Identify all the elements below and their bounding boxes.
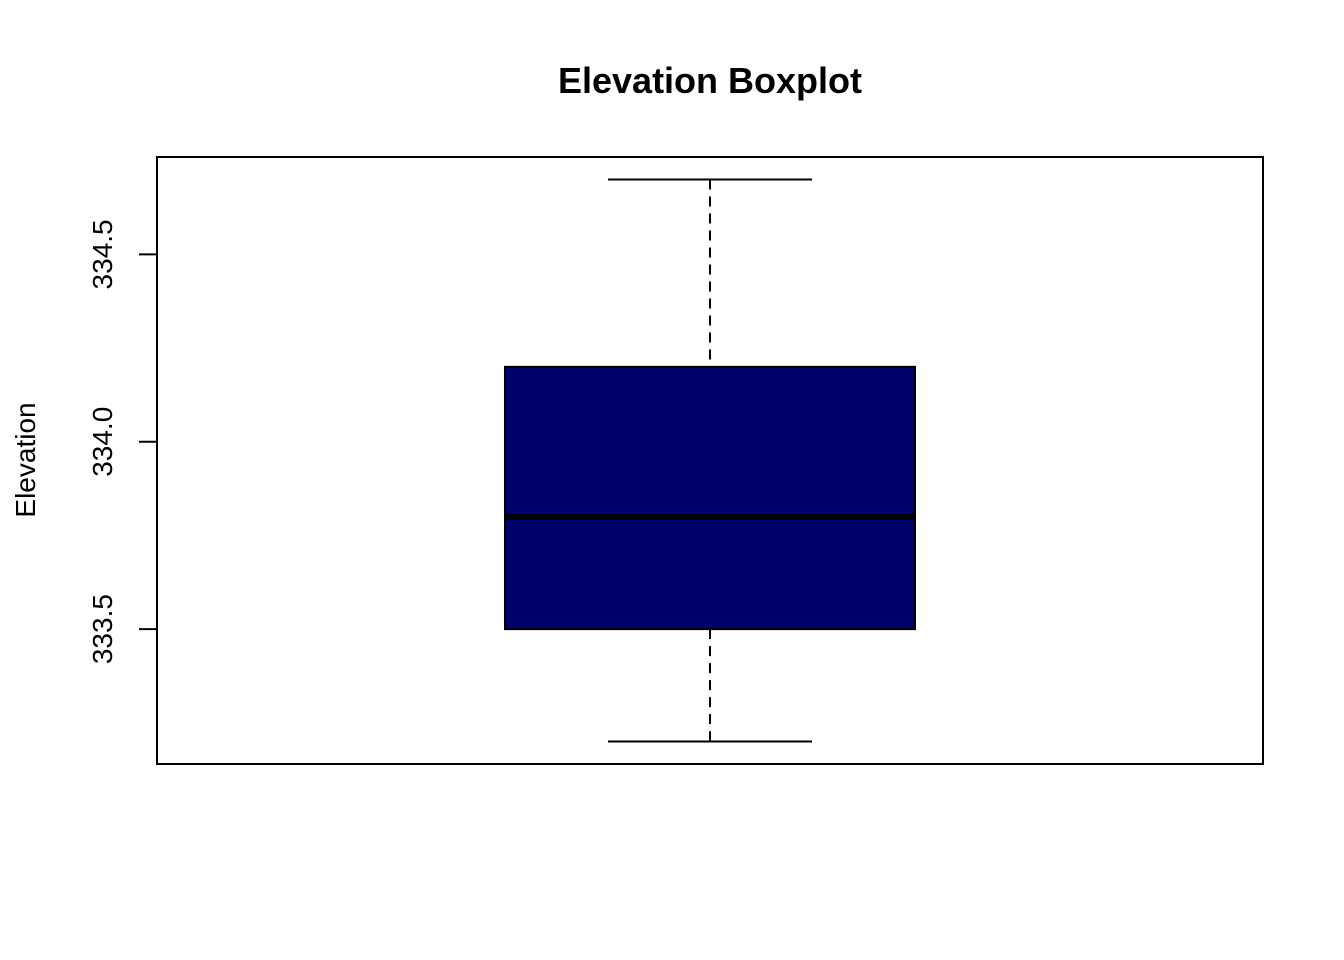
- box-group: [504, 178, 916, 743]
- chart-title: Elevation Boxplot: [558, 60, 862, 101]
- y-tick-label: 333.5: [87, 594, 118, 664]
- y-axis-label: Elevation: [10, 402, 41, 517]
- iqr-box: [504, 365, 916, 631]
- y-axis: 333.5 334.0 334.5: [87, 219, 158, 664]
- y-tick-label: 334.5: [87, 219, 118, 289]
- y-tick-label: 334.0: [87, 407, 118, 477]
